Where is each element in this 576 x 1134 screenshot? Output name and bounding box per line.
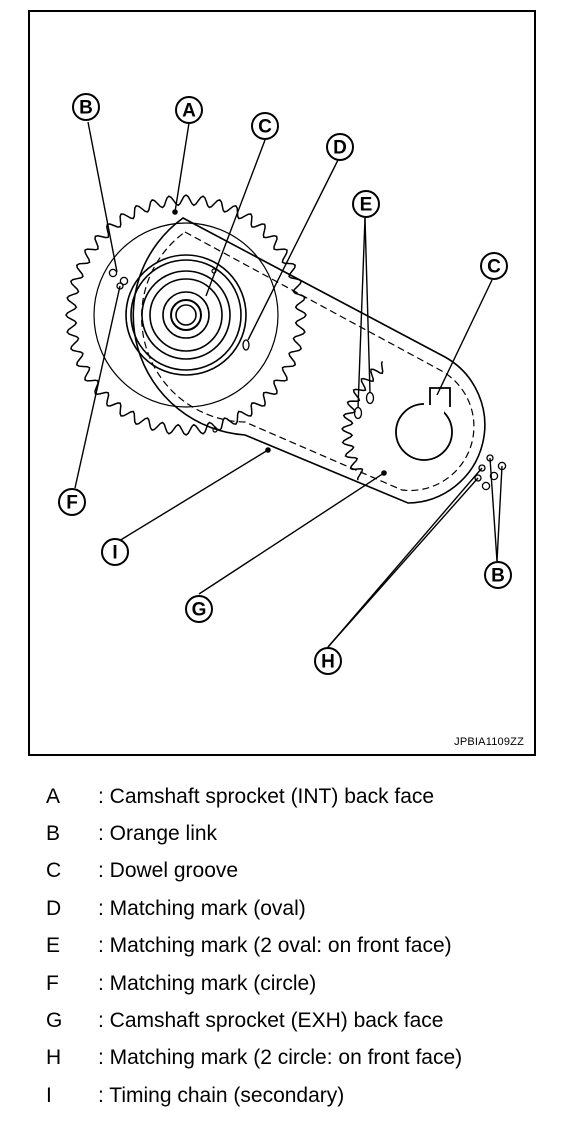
figure-frame: JPBIA1109ZZ [28, 10, 536, 756]
legend-row-e: E : Matching mark (2 oval: on front face… [46, 928, 566, 965]
legend-letter: A [46, 784, 61, 808]
legend-text: : Matching mark (2 oval: on front face) [98, 934, 452, 958]
legend-row-a: A : Camshaft sprocket (INT) back face [46, 778, 566, 815]
callout-e: E [360, 195, 373, 216]
callout-i: I [112, 543, 117, 564]
callout-d: D [333, 138, 347, 159]
legend-text: : Camshaft sprocket (EXH) back face [98, 1009, 444, 1033]
intake-sprocket [65, 194, 307, 436]
legend-letter: B [46, 822, 61, 846]
matching-mark-d-oval [242, 339, 250, 351]
matching-mark-h-circle-2 [478, 464, 486, 472]
callout-h: H [321, 652, 335, 673]
timing-diagram: B A C D E C F I G H B [58, 93, 512, 675]
legend-text: : Timing chain (secondary) [98, 1083, 345, 1107]
callout-f: F [66, 493, 78, 514]
callout-b-right: B [491, 566, 505, 587]
orange-link-right-1 [481, 481, 491, 491]
legend-letter: F [46, 971, 59, 995]
callout-a: A [182, 101, 196, 122]
legend-letter: I [46, 1083, 52, 1107]
orange-link-left-2 [119, 276, 129, 286]
legend-letter: D [46, 896, 62, 920]
legend-row-d: D : Matching mark (oval) [46, 890, 566, 927]
orange-link-left-1 [108, 268, 118, 278]
figure-id: JPBIA1109ZZ [454, 736, 524, 748]
legend-row-g: G : Camshaft sprocket (EXH) back face [46, 1002, 566, 1039]
legend-letter: E [46, 934, 61, 958]
legend: A : Camshaft sprocket (INT) back face B … [46, 778, 566, 1115]
legend-text: : Orange link [98, 822, 218, 846]
legend-text: : Matching mark (circle) [98, 971, 317, 995]
legend-text: : Camshaft sprocket (INT) back face [98, 784, 435, 808]
legend-letter: G [46, 1009, 63, 1033]
timing-chain-inner [141, 231, 475, 492]
legend-row-c: C : Dowel groove [46, 853, 566, 890]
callout-b-left: B [79, 98, 93, 119]
legend-text: : Matching mark (oval) [98, 896, 306, 920]
legend-row-b: B : Orange link [46, 815, 566, 852]
orange-link-right-2 [489, 471, 499, 481]
legend-row-i: I : Timing chain (secondary) [46, 1077, 566, 1114]
legend-row-h: H : Matching mark (2 circle: on front fa… [46, 1040, 566, 1077]
matching-mark-h-circle-1 [474, 474, 482, 482]
legend-letter: C [46, 859, 62, 883]
legend-text: : Dowel groove [98, 859, 239, 883]
legend-row-f: F : Matching mark (circle) [46, 965, 566, 1002]
legend-letter: H [46, 1046, 62, 1070]
matching-mark-e-oval-1 [353, 406, 363, 420]
matching-mark-e-oval-2 [365, 391, 375, 405]
callout-c-right: C [487, 257, 501, 278]
leader-lines [74, 121, 503, 648]
legend-text: : Matching mark (2 circle: on front face… [98, 1046, 463, 1070]
callout-g: G [192, 600, 207, 621]
callout-c-left: C [258, 117, 272, 138]
